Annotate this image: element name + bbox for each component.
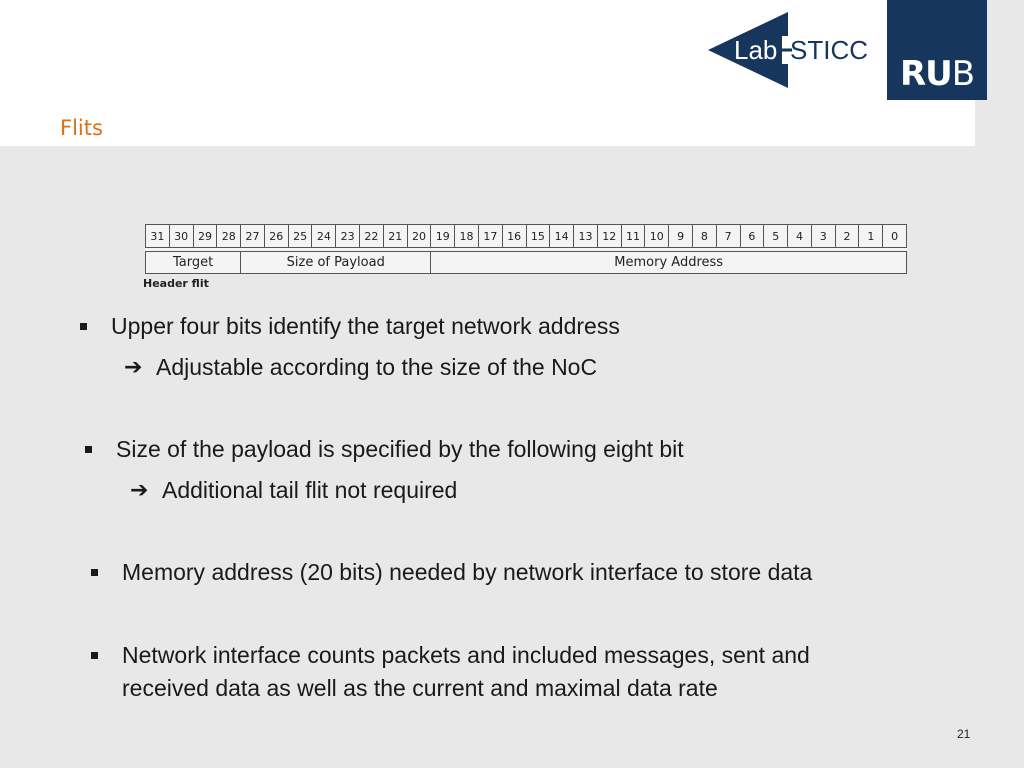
rub-logo-bold: RU (899, 54, 953, 94)
bit-cell: 13 (573, 224, 598, 248)
bit-cell: 4 (787, 224, 812, 248)
arrow-icon: ➔ (124, 354, 143, 379)
bit-cell: 28 (216, 224, 242, 248)
labsticc-text-right: STICC (790, 35, 868, 65)
bit-cell: 2 (834, 224, 860, 248)
bit-cell: 14 (549, 224, 575, 248)
right-margin-strip (975, 0, 1024, 768)
bit-cell: 11 (620, 224, 646, 248)
bullet-marker (91, 652, 98, 659)
bullet-marker (80, 323, 87, 330)
labsticc-triangle-icon (708, 12, 788, 88)
bit-cell: 6 (739, 224, 765, 248)
bit-cell: 0 (882, 224, 907, 248)
field-cell: Size of Payload (240, 251, 432, 274)
bullet-2-sub: Additional tail flit not required (162, 477, 458, 503)
bullet-4-text-line2: received data as well as the current and… (122, 675, 718, 701)
bit-cell: 5 (763, 224, 789, 248)
bit-cell: 23 (335, 224, 361, 248)
flit-caption: Header flit (143, 277, 209, 290)
bullet-1-text: Upper four bits identify the target netw… (111, 313, 620, 339)
labsticc-text-left: Lab (734, 35, 777, 65)
rub-logo: RUB (887, 0, 987, 100)
slide-title: Flits (60, 116, 103, 140)
bit-cell: 24 (311, 224, 337, 248)
bit-cell: 17 (477, 224, 503, 248)
bit-cell: 21 (382, 224, 408, 248)
bit-cell: 10 (644, 224, 670, 248)
bit-cell: 31 (145, 224, 170, 248)
bit-cell: 20 (406, 224, 432, 248)
labsticc-logo: Lab STICC (708, 12, 878, 88)
bullet-4-text: Network interface counts packets and inc… (122, 642, 810, 668)
bit-cell: 9 (668, 224, 693, 248)
bit-cell: 15 (525, 224, 551, 248)
bit-cell: 7 (715, 224, 741, 248)
bit-cell: 1 (858, 224, 884, 248)
bit-cell: 30 (168, 224, 194, 248)
bit-cell: 29 (192, 224, 218, 248)
arrow-icon: ➔ (130, 477, 149, 502)
bit-cell: 18 (454, 224, 479, 248)
bullet-1-sub: Adjustable according to the size of the … (156, 354, 598, 380)
bullet-marker (91, 569, 98, 576)
bit-cell: 27 (240, 224, 265, 248)
page-number: 21 (957, 727, 971, 741)
slide-header (0, 0, 975, 146)
bit-cell: 16 (501, 224, 527, 248)
field-cell: Target (144, 251, 242, 274)
bullet-3-text: Memory address (20 bits) needed by netwo… (122, 559, 813, 585)
bit-cell: 19 (430, 224, 456, 248)
bullet-2-text: Size of the payload is specified by the … (116, 436, 684, 462)
bit-cell: 12 (596, 224, 622, 248)
bit-cell: 25 (287, 224, 313, 248)
field-cell: Memory Address (430, 251, 907, 274)
bit-cell: 22 (359, 224, 384, 248)
rub-logo-thin: B (951, 54, 975, 94)
bit-cell: 8 (691, 224, 717, 248)
bit-cell: 3 (810, 224, 836, 248)
bullet-marker (85, 446, 92, 453)
bit-cell: 26 (263, 224, 289, 248)
